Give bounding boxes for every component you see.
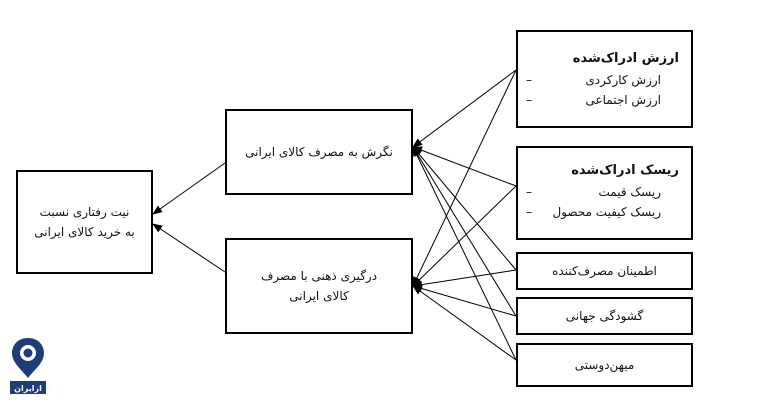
intent-label: نیت رفتاری نسبت به خرید کالای ایرانی: [34, 204, 135, 239]
perceived-risk-title: ریسک ادراک‌شده: [571, 163, 679, 178]
arrow-confidence-to-involvement: [412, 269, 517, 289]
perceived-risk-item: ریسک کیفیت محصول –: [526, 202, 679, 222]
intent-box: نیت رفتاری نسبت به خرید کالای ایرانی: [16, 170, 153, 274]
arrow-value-to-involvement: [412, 69, 517, 287]
consumer-confidence-box: اطمینان مصرف‌کننده: [516, 252, 693, 290]
perceived-risk-item: ریسک قیمت –: [526, 182, 679, 202]
perceived-value-title: ارزش ادراک‌شده: [572, 51, 679, 66]
perceived-risk-item-label: ریسک کیفیت محصول: [552, 205, 661, 220]
perceived-value-item: ارزش کارکردی –: [526, 70, 679, 90]
arrow-patriotism-to-involvement: [412, 285, 517, 361]
perceived-value-item: ارزش اجتماعی –: [526, 90, 679, 110]
perceived-risk-box: ریسک ادراک‌شده ریسک قیمت – ریسک کیفیت مح…: [516, 146, 693, 240]
arrow-patriotism-to-attitude: [412, 146, 517, 361]
globalization-label: گشودگی جهانی: [565, 308, 644, 323]
arrow-risk-to-attitude: [412, 146, 517, 187]
arrow-global-to-attitude: [412, 146, 517, 317]
bullet-dash: –: [526, 205, 532, 220]
arrow-value-to-attitude: [412, 69, 517, 148]
perceived-value-item-label: ارزش کارکردی: [585, 73, 661, 88]
arrow-confidence-to-attitude: [412, 146, 517, 271]
attitude-box: نگرش به مصرف کالای ایرانی: [225, 109, 413, 195]
arrow-risk-to-involvement: [412, 185, 517, 287]
patriotism-label: میهن‌دوستی: [574, 357, 635, 372]
consumer-confidence-label: اطمینان مصرف‌کننده: [552, 263, 657, 278]
arrow-attitude-to-intent: [152, 162, 226, 215]
arrow-global-to-involvement: [412, 284, 517, 317]
involvement-label: درگیری ذهنی با مصرف کالای ایرانی: [260, 268, 378, 303]
arrow-involvement-to-intent: [152, 223, 226, 273]
patriotism-box: میهن‌دوستی: [516, 343, 693, 387]
bullet-dash: –: [526, 185, 532, 200]
logo-icon: ازایران: [10, 338, 46, 394]
brand-logo: ازایران: [8, 334, 48, 396]
perceived-risk-item-label: ریسک قیمت: [598, 185, 661, 200]
perceived-value-box: ارزش ادراک‌شده ارزش کارکردی – ارزش اجتما…: [516, 30, 693, 128]
perceived-value-item-label: ارزش اجتماعی: [585, 93, 661, 108]
attitude-label: نگرش به مصرف کالای ایرانی: [245, 144, 393, 159]
bullet-dash: –: [526, 73, 532, 88]
bullet-dash: –: [526, 93, 532, 108]
globalization-box: گشودگی جهانی: [516, 297, 693, 335]
involvement-box: درگیری ذهنی با مصرف کالای ایرانی: [225, 238, 413, 334]
logo-wordmark: ازایران: [14, 384, 42, 393]
